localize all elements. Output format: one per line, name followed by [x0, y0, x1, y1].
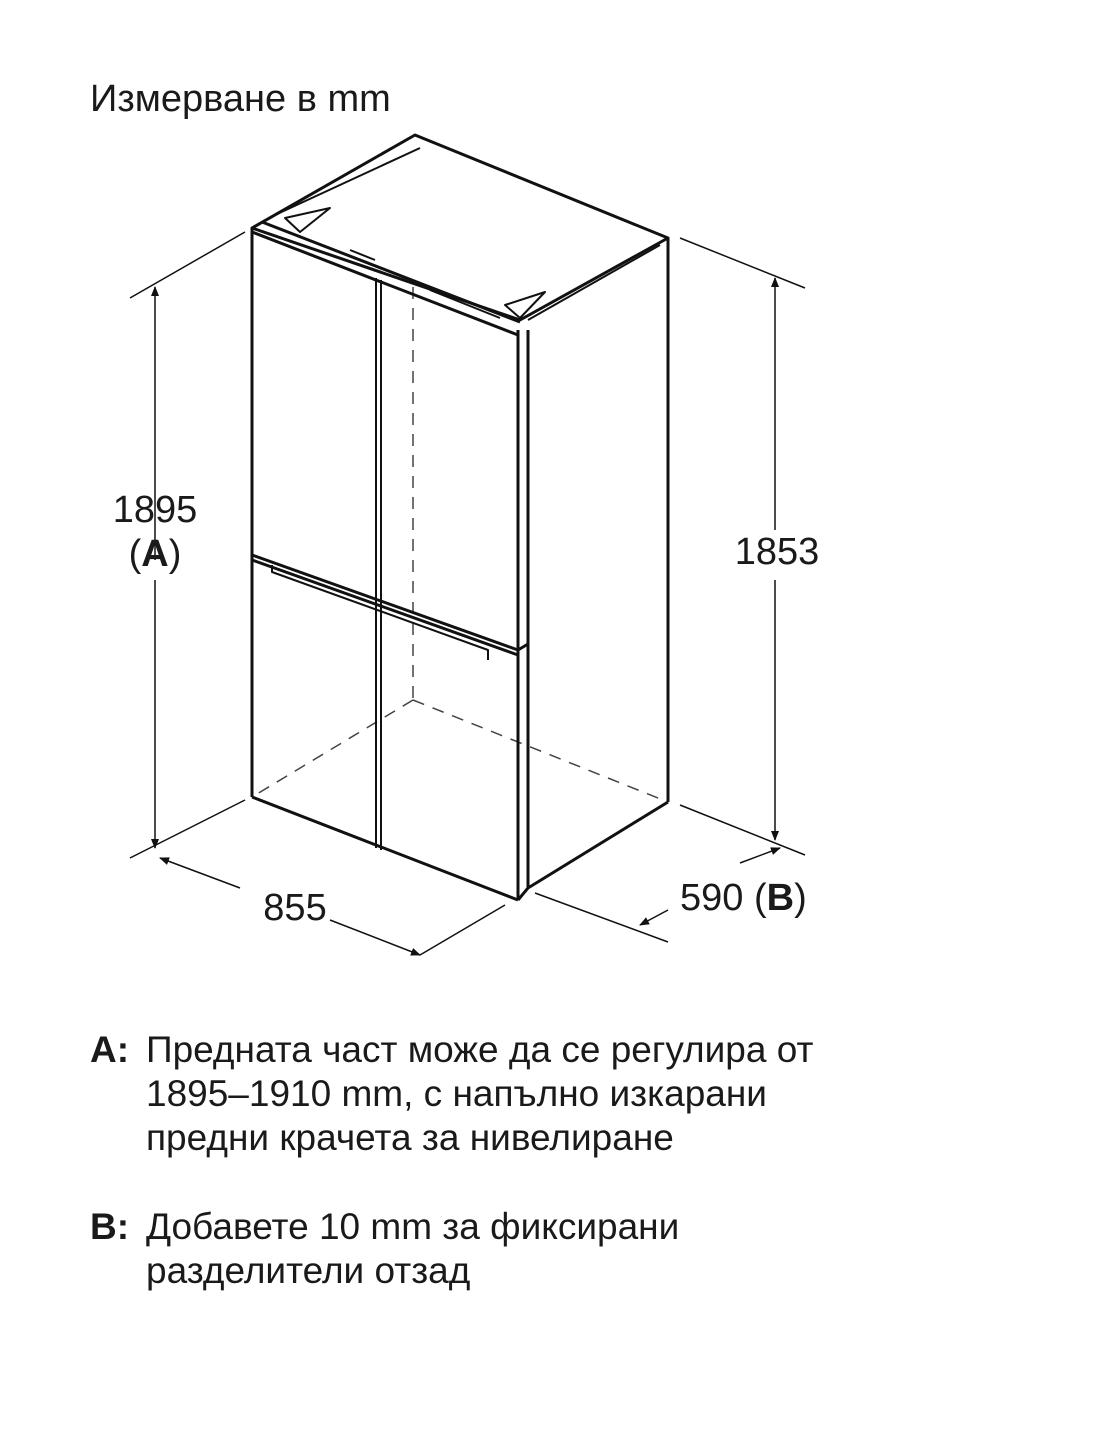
width-arrow	[159, 857, 241, 889]
height-front-label: 1895 (A)	[100, 488, 210, 576]
tag-b: B	[766, 877, 795, 919]
note-a: A: Предната част може да се регулира от …	[90, 1028, 813, 1160]
depth-value: 590	[680, 877, 744, 919]
depth-label: 590 (B)	[680, 877, 807, 919]
dimension-lines	[129, 231, 806, 956]
height-front-tag: (A)	[128, 533, 182, 575]
depth-arrow	[639, 909, 669, 926]
page-title: Измерване в mm	[90, 78, 391, 120]
note-key: A:	[90, 1029, 130, 1070]
note-line: предни крачета за нивелиране	[146, 1117, 674, 1158]
fridge-body	[250, 133, 670, 902]
note-line: Добавете 10 mm за фиксирани	[146, 1206, 680, 1247]
note-key: B:	[90, 1206, 130, 1247]
note-line: 1895–1910 mm, с напълно изкарани	[146, 1073, 767, 1114]
tag-a: A	[141, 533, 169, 575]
note-line: Предната част може да се регулира от	[146, 1029, 814, 1070]
width-label: 855	[263, 887, 327, 929]
height-front-value: 1895	[112, 489, 198, 531]
note-b: B: Добавете 10 mm за фиксирани разделите…	[90, 1205, 679, 1293]
height-back-label: 1853	[734, 531, 820, 573]
note-line: разделители отзад	[146, 1250, 471, 1291]
